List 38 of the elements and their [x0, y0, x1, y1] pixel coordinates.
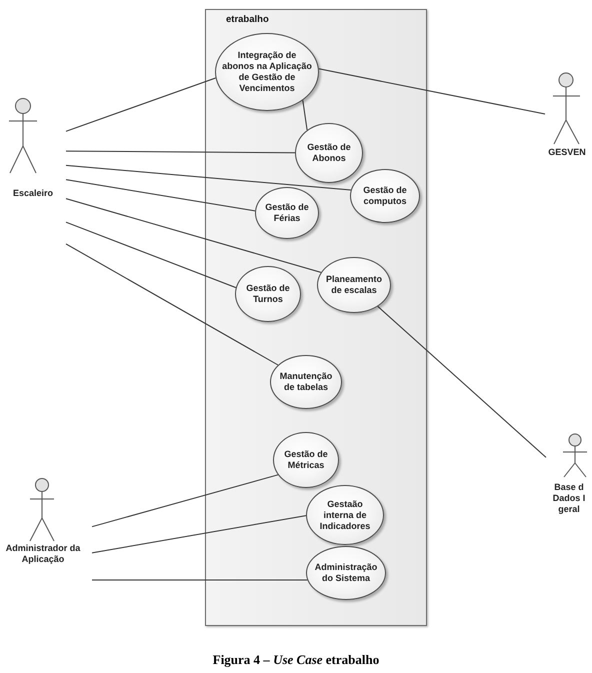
use-case-name: Gestaão interna de Indicadores: [318, 498, 372, 532]
association-line: [377, 306, 546, 458]
association-line: [66, 164, 352, 190]
use-case-ellipse: [273, 432, 339, 488]
actor-name: Escaleiro: [12, 188, 54, 199]
figure-caption: Figura 4 – Use Case etrabalho: [212, 652, 380, 667]
use-case-name: Gestão de Turnos: [245, 283, 291, 305]
use-case-name: Gestão de computos: [362, 185, 408, 207]
use-case-ellipse: [306, 546, 386, 600]
association-line: [66, 78, 216, 132]
use-case-name: Gestão de Métricas: [283, 449, 329, 471]
use-case-ellipse: [295, 123, 363, 183]
association-line: [92, 515, 306, 554]
use-case-ellipse: [235, 266, 301, 322]
association-line: [302, 100, 308, 131]
association-line: [66, 150, 296, 154]
use-case-name: Administração do Sistema: [314, 562, 378, 584]
use-case-ellipse: [270, 355, 342, 409]
actor-name: Base d Dados I geral: [552, 482, 586, 515]
use-case-name: Gestão de Férias: [264, 202, 310, 224]
actor-name: GESVEN: [547, 147, 587, 158]
association-line: [66, 222, 236, 288]
system-boundary: [205, 9, 427, 626]
use-case-ellipse: [306, 485, 384, 545]
use-case-name: Gestão de Abonos: [306, 142, 352, 164]
use-case-name: Planeamento de escalas: [324, 274, 384, 296]
actor-name: Administrador da Aplicação: [4, 543, 82, 565]
association-line: [66, 198, 322, 273]
use-case-name: Integração de abonos na Aplicação de Gestão de Vencimentos: [221, 50, 313, 94]
use-case-name: Manutenção de tabelas: [278, 371, 334, 393]
use-case-ellipse: [317, 257, 391, 313]
system-name: etrabalho: [226, 14, 269, 25]
association-line: [66, 243, 278, 366]
use-case-ellipse: [255, 187, 319, 239]
association-line: [318, 68, 546, 114]
association-line: [66, 179, 256, 212]
use-case-ellipse: [350, 169, 420, 223]
association-line: [92, 474, 278, 528]
